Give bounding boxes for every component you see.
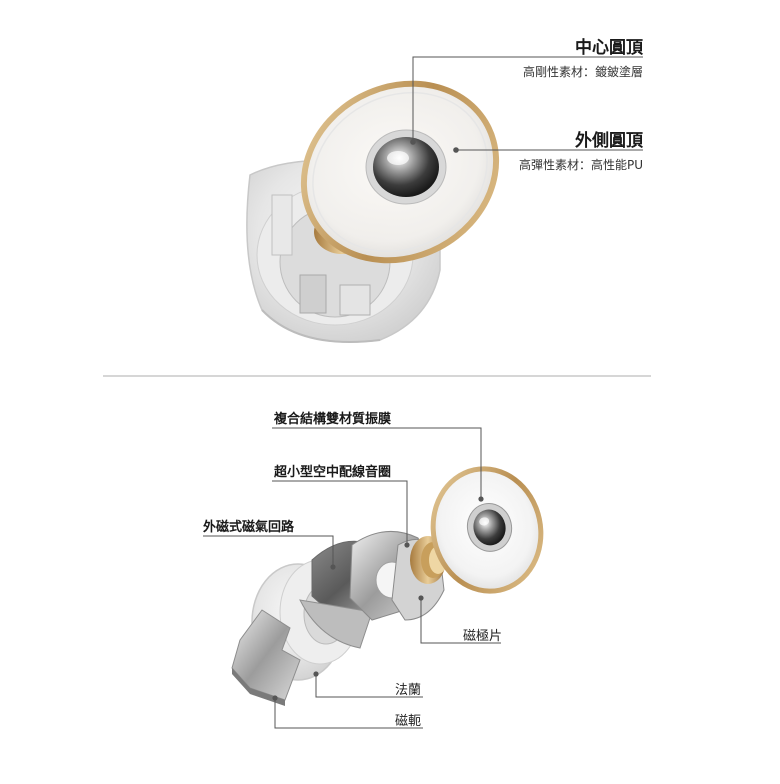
pole-piece-leader — [420, 600, 501, 644]
magnetic-circuit-dot — [330, 564, 336, 570]
pole-piece-dot — [418, 595, 424, 601]
diaphragm-leader — [272, 427, 482, 497]
magnetic-circuit-label: 外磁式磁氣回路 — [203, 520, 295, 535]
center-dome-title: 中心圓頂 — [575, 38, 643, 58]
diaphragm-label: 複合結構雙材質振膜 — [274, 412, 392, 427]
yoke-leader — [274, 700, 423, 729]
yoke-part — [231, 609, 301, 706]
flange-label: 法蘭 — [395, 683, 422, 698]
voice-coil-leader — [272, 480, 408, 543]
outer-dome-dot — [453, 147, 459, 153]
magnetic-circuit-leader — [203, 535, 334, 565]
outer-dome-desc: 高彈性素材：高性能PU — [518, 158, 643, 172]
bottom-callout-lines — [203, 427, 501, 729]
voice-coil-label: 超小型空中配線音圈 — [274, 465, 392, 480]
yoke-label: 磁軛 — [395, 714, 422, 729]
exploded-view-illustration — [231, 466, 544, 706]
assembled-driver-illustration — [246, 80, 500, 343]
center-dome-desc: 高剛性素材：鍍鈹塗層 — [522, 65, 643, 79]
yoke-dot — [272, 695, 278, 701]
flange-dot — [313, 671, 319, 677]
flange-leader — [315, 676, 423, 698]
pole-piece-label: 磁極片 — [463, 629, 503, 644]
diaphragm-dot — [478, 496, 484, 502]
top-callout-lines — [410, 56, 643, 153]
voice-coil-dot — [404, 542, 410, 548]
center-dome-leader — [412, 56, 643, 140]
center-dome-dot — [410, 139, 416, 145]
outer-dome-title: 外側圓頂 — [575, 131, 643, 151]
center-dome-chrome — [365, 129, 447, 205]
exploded-diaphragm — [430, 466, 544, 594]
